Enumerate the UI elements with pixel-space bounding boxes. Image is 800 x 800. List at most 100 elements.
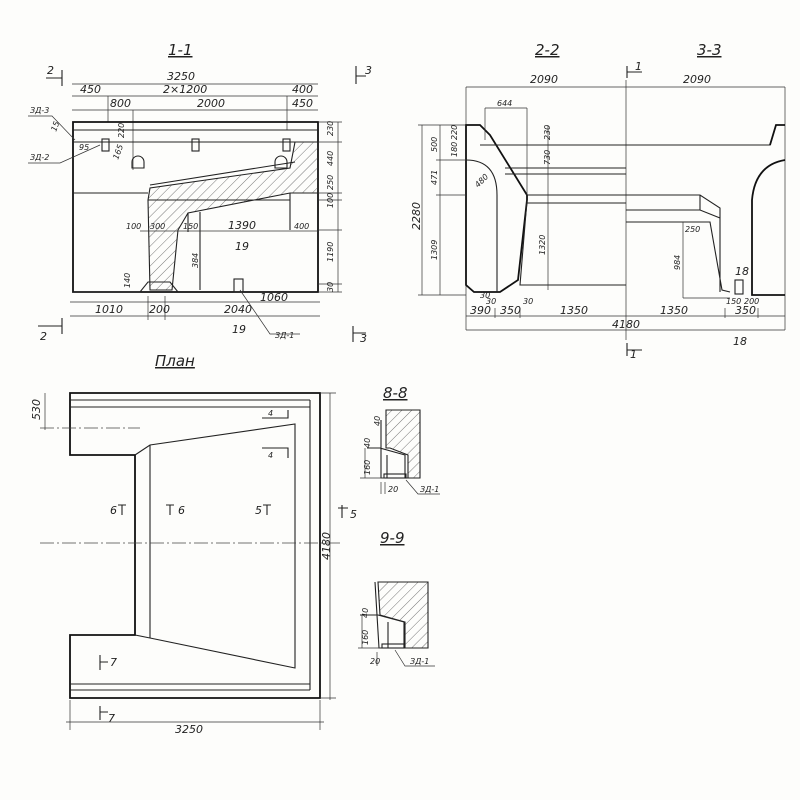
- dim-471: 471: [430, 170, 439, 185]
- cut-marker-2-top: [46, 70, 63, 86]
- dim-4180: 4180: [612, 318, 640, 331]
- cut-marker-7-a: [99, 655, 108, 670]
- cut-marker-1-bottom: [626, 343, 642, 356]
- wall-3-3: [751, 124, 786, 296]
- dim-3250-plan: 3250: [175, 723, 203, 736]
- cut-marker-4-b: [262, 447, 289, 458]
- dim-1190: 1190: [326, 242, 335, 262]
- section-9-9: 9-9 40 160 20 ЗД-1: [358, 529, 435, 667]
- leader-zd1-8-8: [405, 479, 440, 495]
- dim-384: 384: [191, 253, 200, 268]
- leader-zd3: [28, 115, 76, 141]
- label-zd1-8-8: ЗД-1: [420, 485, 439, 494]
- section-9-9-title: 9-9: [380, 529, 405, 547]
- dim-100-inner: 100: [126, 222, 141, 231]
- embedded-part-3-3: [734, 279, 744, 295]
- dim-140: 140: [123, 273, 132, 288]
- cut-marker-5-b: [338, 505, 348, 518]
- dim-2000: 2000: [197, 97, 225, 110]
- cut-label-7-a: 7: [110, 656, 117, 669]
- dim-20: 20: [388, 485, 398, 494]
- cut-marker-7-b: [99, 706, 108, 720]
- dim-1390: 1390: [228, 219, 256, 232]
- cut-label-4-b: 4: [268, 451, 273, 460]
- dim-95: 95: [79, 143, 89, 152]
- dim-220: 220: [450, 125, 459, 140]
- embedded-part: [282, 138, 291, 152]
- dim-lines-8-8: [360, 448, 386, 494]
- node-label-18: 18: [735, 265, 749, 278]
- dim-100: 100: [326, 193, 335, 208]
- dim-150: 150: [183, 222, 198, 231]
- section-8-8-title: 8-8: [383, 384, 408, 402]
- section-1-1-title: 1-1: [168, 41, 193, 59]
- cut-label-2-top: 2: [47, 64, 54, 77]
- dim-450: 450: [80, 83, 101, 96]
- dim-730: 730: [543, 150, 552, 165]
- embedded-plate-8-8: [383, 473, 407, 479]
- cut-marker-4-a: [262, 410, 289, 419]
- node-label-18-bottom: 18: [733, 335, 747, 348]
- wall-arc-2-2: [465, 159, 498, 292]
- dim-984-line: [682, 222, 730, 299]
- slab-edge: [148, 161, 296, 201]
- embedded-plate-9-9: [381, 643, 405, 649]
- dim-390: 390: [470, 304, 491, 317]
- section-2-2-and-3-3: 2-2 3-3 1 1 2090 2090 644 500 220 180 23…: [410, 41, 786, 361]
- dim-984: 984: [673, 255, 682, 270]
- cut-label-6-a: 6: [110, 504, 117, 517]
- plan-view: План 530 4180 3250 4 4 6 6 5 5 7 7: [30, 352, 357, 736]
- dim-350-right: 350: [735, 304, 756, 317]
- cut-label-4-a: 4: [268, 409, 273, 418]
- plan-dimension-lines: [44, 392, 336, 730]
- label-zd3: ЗД-3: [30, 106, 49, 115]
- cut-label-1-top: 1: [635, 60, 642, 73]
- dimension-lines-right: [318, 121, 342, 293]
- hatched-concrete-9-9: [377, 581, 429, 649]
- dim-230: 230: [326, 121, 335, 136]
- embedded-part-zd1: [233, 278, 244, 293]
- dim-150: 150: [726, 297, 741, 306]
- cut-label-6-b: 6: [178, 504, 185, 517]
- section-1-1: 1-1 2 2 3 3 3250 450 2×1200 400 800 2000…: [28, 41, 372, 345]
- hatched-concrete: [147, 141, 319, 291]
- dim-1350-right: 1350: [660, 304, 688, 317]
- inner-lines: [187, 193, 291, 290]
- dim-400: 400: [292, 83, 313, 96]
- dim-500: 500: [430, 137, 439, 152]
- embedded-part: [191, 138, 200, 152]
- dim-200: 200: [744, 297, 759, 306]
- dim-15: 15: [49, 120, 61, 133]
- cut-marker-6-a: [118, 504, 126, 515]
- dim-250: 250: [326, 175, 335, 190]
- leader-zd2: [28, 144, 101, 164]
- dim-30-b: 30: [486, 297, 496, 306]
- section-3-3-title: 3-3: [697, 41, 722, 59]
- dim-450-right: 450: [292, 97, 313, 110]
- hatched-concrete-8-8: [385, 409, 421, 479]
- section-2-2-title: 2-2: [535, 41, 560, 59]
- dim-644: 644: [497, 99, 512, 108]
- dim-200: 200: [149, 303, 170, 316]
- cut-label-3-top: 3: [365, 64, 372, 77]
- cut-marker-2-bottom: [38, 318, 63, 334]
- plan-edge-lines: [70, 399, 311, 691]
- dim-1309: 1309: [430, 240, 439, 260]
- cut-marker-6-b: [166, 504, 174, 515]
- dim-20-9-9: 20: [370, 657, 380, 666]
- section-8-8: 8-8 40 40 160 20 ЗД-1: [360, 384, 440, 495]
- dim-350: 350: [500, 304, 521, 317]
- cut-label-5-b: 5: [350, 508, 357, 521]
- dim-400-inner: 400: [294, 222, 309, 231]
- plan-title: План: [155, 352, 195, 370]
- label-zd2: ЗД-2: [30, 153, 49, 162]
- dim-165: 165: [111, 143, 125, 160]
- dim-30-c: 30: [523, 297, 533, 306]
- leader-zd1-9-9: [394, 649, 435, 667]
- cut-label-1-bottom: 1: [630, 348, 637, 361]
- leader-zd1: [239, 289, 300, 335]
- cut-label-7-b: 7: [108, 712, 115, 725]
- floor-step: [73, 281, 179, 293]
- dim-300: 300: [150, 222, 165, 231]
